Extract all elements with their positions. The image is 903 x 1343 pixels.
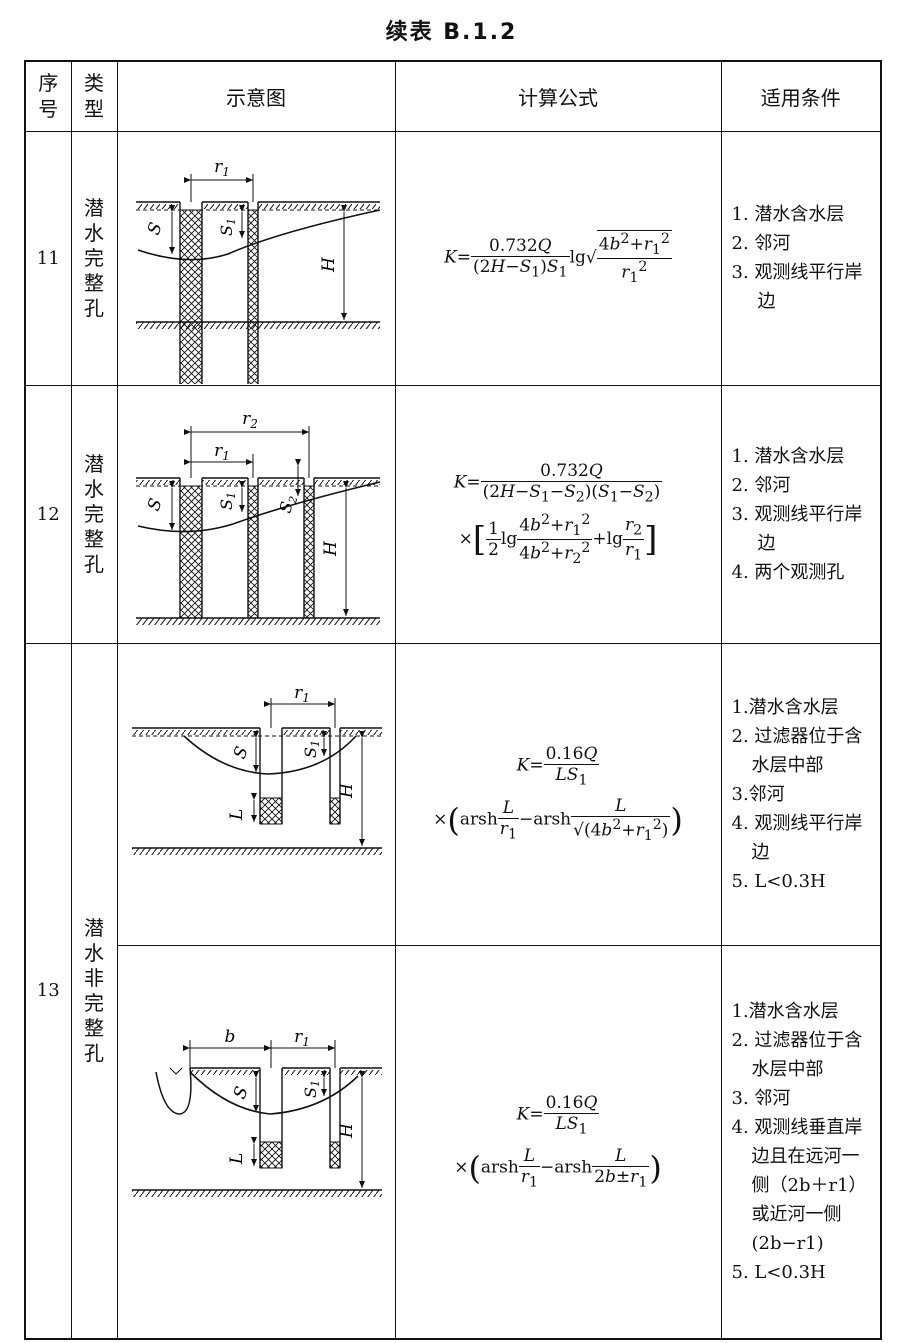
svg-text:r2: r2 xyxy=(242,409,258,431)
row-type: 潜水完整孔 xyxy=(70,130,118,386)
condition-item: 1.潜水含水层 xyxy=(731,1000,839,1022)
diagram-11-svg: r1 S S1 H xyxy=(135,157,380,384)
condition-item: 2. 邻河 xyxy=(731,474,791,496)
conditions-13b: 1.潜水含水层 2. 过滤器位于含水层中部 3. 邻河 4. 观测线垂直岸边且在远河一… xyxy=(720,944,882,1340)
svg-text:r1: r1 xyxy=(214,441,230,463)
svg-text:S: S xyxy=(229,1084,252,1102)
header-diagram: 示意图 xyxy=(116,60,396,132)
table-row: 12 潜水完整孔 xyxy=(24,384,882,644)
diagram-13a: r1 S S1 L H xyxy=(116,642,396,946)
row-number: 13 xyxy=(24,642,72,1340)
header-no: 序号 xyxy=(24,60,72,132)
condition-item: 5. L<0.3H xyxy=(731,1261,826,1283)
svg-text:H: H xyxy=(337,1122,357,1139)
diagram-13b: b r1 S S1 L H xyxy=(116,944,396,1340)
svg-text:r1: r1 xyxy=(294,1027,310,1049)
header-type: 类型 xyxy=(70,60,118,132)
condition-item: 1. 潜水含水层 xyxy=(731,204,845,225)
row-type-label: 潜水完整孔 xyxy=(84,195,104,320)
diagram-12: r2 r1 S S1 S2 H xyxy=(116,384,396,644)
diagram-13b-svg: b r1 S S1 L H xyxy=(131,1027,382,1197)
conditions-12: 1. 潜水含水层 2. 邻河 3. 观测线平行岸边 4. 两个观测孔 xyxy=(720,384,882,644)
table-title: 续表 B.1.2 xyxy=(385,20,518,45)
conditions-11: 1. 潜水含水层 2. 邻河 3. 观测线平行岸边 xyxy=(720,130,882,386)
svg-text:r1: r1 xyxy=(294,683,310,705)
conditions-13a: 1.潜水含水层 2. 过滤器位于含水层中部 3.邻河 4. 观测线平行岸边 5. L<0… xyxy=(720,642,882,946)
table-row: 11 潜水完整孔 xyxy=(24,130,882,386)
condition-item: 4. 两个观测孔 xyxy=(731,561,845,583)
diagram-11: r1 S S1 H xyxy=(116,130,396,386)
formula-table: 序号 类型 示意图 计算公式 适用条件 11 潜水完整孔 xyxy=(24,60,882,1340)
svg-text:L: L xyxy=(227,809,247,821)
row-type: 潜水非完整孔 xyxy=(70,642,118,1340)
condition-item: 4. 观测线平行岸边 xyxy=(731,812,863,863)
condition-item: 2. 过滤器位于含水层中部 xyxy=(731,725,863,776)
svg-text:S1: S1 xyxy=(217,218,238,236)
table-row: 13 潜水非完整孔 xyxy=(24,642,882,1340)
diagram-13a-svg: r1 S S1 L H xyxy=(131,683,382,855)
svg-text:S1: S1 xyxy=(217,492,238,510)
header-conditions: 适用条件 xyxy=(720,60,882,132)
row-number: 12 xyxy=(24,384,72,644)
condition-item: 5. L<0.3H xyxy=(731,870,826,892)
svg-text:S: S xyxy=(143,496,166,514)
svg-text:S1: S1 xyxy=(301,740,322,758)
svg-text:b: b xyxy=(224,1027,235,1047)
svg-text:S: S xyxy=(143,220,166,238)
svg-text:L: L xyxy=(227,1152,247,1164)
svg-text:H: H xyxy=(319,256,339,273)
diagram-12-svg: r2 r1 S S1 S2 H xyxy=(135,409,380,625)
condition-item: 3. 观测线平行岸边 xyxy=(731,503,863,554)
condition-item: 1.潜水含水层 xyxy=(731,696,839,718)
header-formula: 计算公式 xyxy=(394,60,722,132)
condition-item: 3. 观测线平行岸边 xyxy=(731,262,863,312)
condition-item: 3.邻河 xyxy=(731,783,785,805)
condition-item: 2. 邻河 xyxy=(731,233,791,254)
condition-item: 2. 过滤器位于含水层中部 xyxy=(731,1029,863,1080)
condition-item: 1. 潜水含水层 xyxy=(731,445,845,467)
svg-text:S1: S1 xyxy=(301,1080,322,1098)
header-row: 序号 类型 示意图 计算公式 适用条件 xyxy=(24,60,882,132)
svg-text:H: H xyxy=(321,540,341,557)
condition-item: 3. 邻河 xyxy=(731,1087,791,1109)
row-type: 潜水完整孔 xyxy=(70,384,118,644)
svg-text:S: S xyxy=(229,744,252,762)
condition-item: 4. 观测线垂直岸边且在远河一侧（2b＋r1）或近河一侧(2b−r1) xyxy=(731,1116,867,1254)
svg-text:S2: S2 xyxy=(275,493,300,516)
row-type-label: 潜水完整孔 xyxy=(84,451,104,576)
svg-text:H: H xyxy=(337,782,357,799)
row-type-label: 潜水非完整孔 xyxy=(84,915,104,1065)
label-r1: r1 xyxy=(214,157,230,179)
row-number: 11 xyxy=(24,130,72,386)
